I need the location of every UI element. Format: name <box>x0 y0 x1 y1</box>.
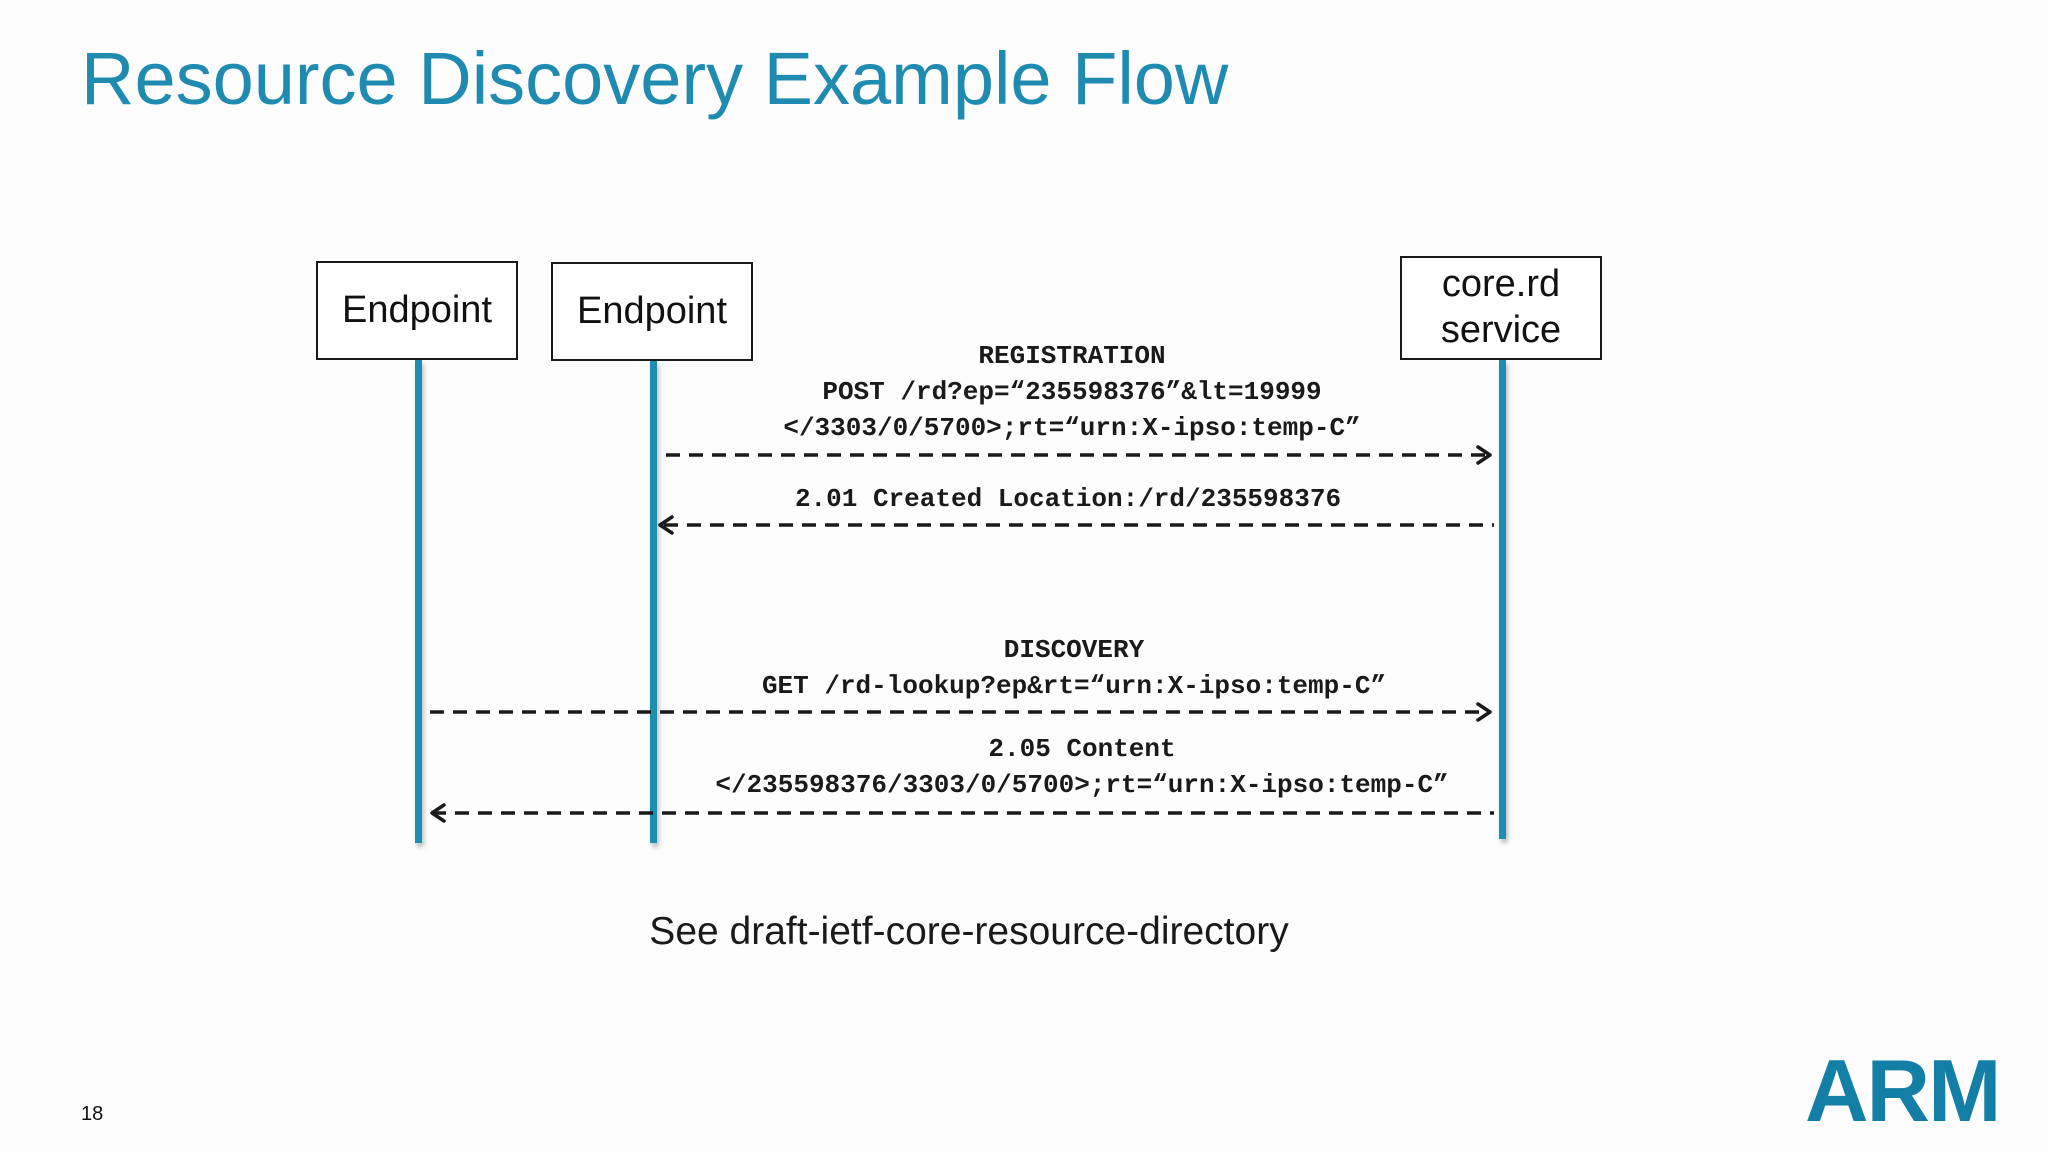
message-content-label: 2.05 Content </235598376/3303/0/5700>;rt… <box>715 731 1448 803</box>
message-text-line: GET /rd-lookup?ep&rt=“urn:X-ipso:temp-C” <box>761 671 1387 701</box>
message-text-line: </235598376/3303/0/5700>;rt=“urn:X-ipso:… <box>715 770 1449 800</box>
arm-logo: ARM <box>1805 1041 2001 1140</box>
arrowhead-discovery <box>1476 702 1492 722</box>
message-text-line: DISCOVERY <box>1003 635 1145 665</box>
lifeline-endpoint-2 <box>650 361 657 843</box>
lifeline-endpoint-1 <box>415 360 422 843</box>
actor-endpoint-2: Endpoint <box>551 262 753 361</box>
message-text-line: </3303/0/5700>;rt=“urn:X-ipso:temp-C” <box>783 413 1361 443</box>
lifeline-core-rd-service <box>1499 360 1506 839</box>
arrowhead-registration <box>1476 445 1492 465</box>
message-discovery-label: DISCOVERY GET /rd-lookup?ep&rt=“urn:X-ip… <box>762 632 1386 704</box>
arrowhead-content <box>430 803 446 823</box>
message-text-line: 2.01 Created Location:/rd/235598376 <box>794 484 1342 514</box>
message-text-line: 2.05 Content <box>988 734 1176 764</box>
message-created-label: 2.01 Created Location:/rd/235598376 <box>795 481 1341 517</box>
page-number: 18 <box>81 1103 104 1125</box>
arrowhead-created <box>658 515 674 535</box>
actor-endpoint-1: Endpoint <box>316 261 518 360</box>
message-registration-label: REGISTRATION POST /rd?ep=“235598376”&lt=… <box>783 338 1360 446</box>
actor-core-rd-service: core.rd service <box>1400 256 1602 360</box>
slide-title: Resource Discovery Example Flow <box>81 37 1229 120</box>
message-text-line: REGISTRATION <box>978 341 1166 371</box>
footnote-reference: See draft-ietf-core-resource-directory <box>649 910 1289 953</box>
message-text-line: POST /rd?ep=“235598376”&lt=19999 <box>822 377 1322 407</box>
